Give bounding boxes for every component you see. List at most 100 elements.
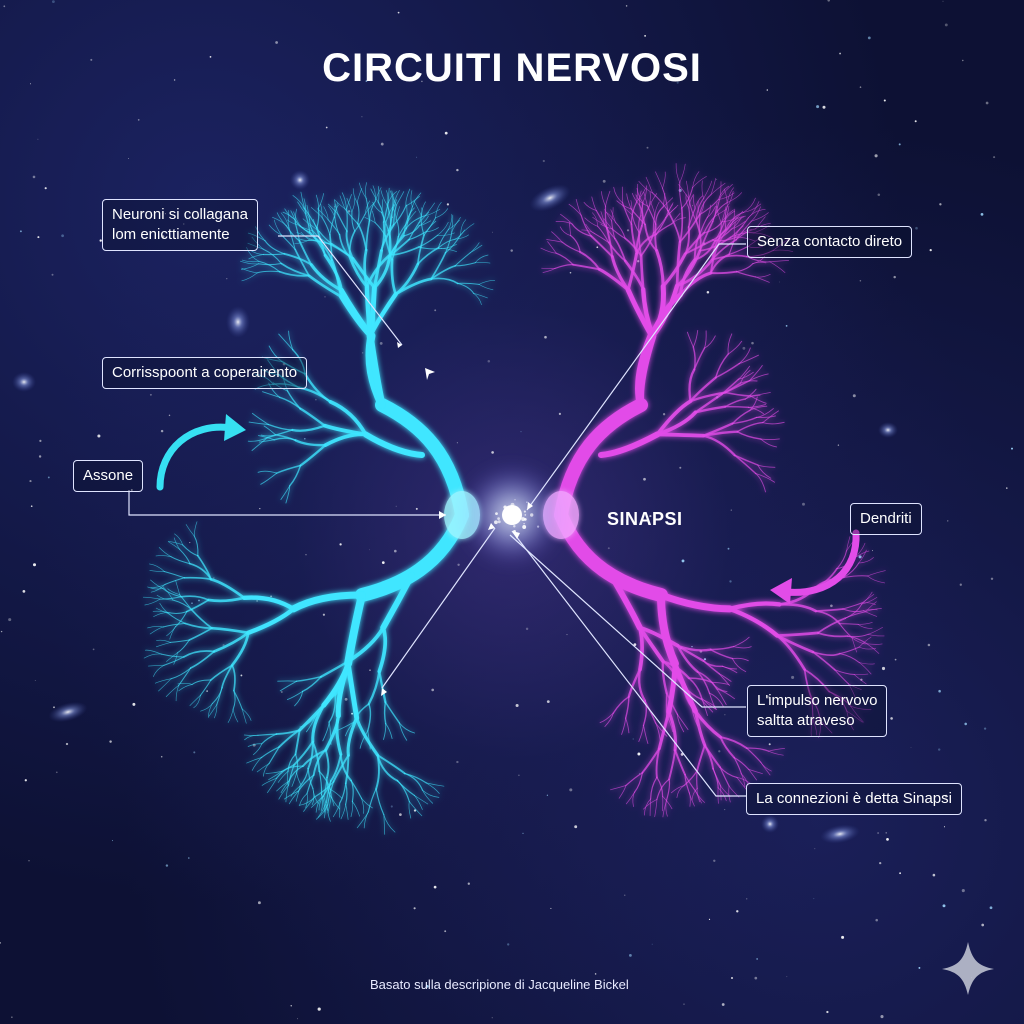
branch bbox=[746, 747, 762, 763]
branch bbox=[649, 798, 651, 816]
cyan-curved-arrow-icon bbox=[156, 414, 246, 491]
star bbox=[629, 954, 632, 957]
star bbox=[791, 675, 795, 679]
label-neuroni-line1: Neuroni si collagana bbox=[112, 206, 248, 223]
branch bbox=[748, 365, 763, 382]
branch bbox=[268, 746, 280, 765]
branch bbox=[183, 650, 215, 658]
branch bbox=[749, 405, 768, 411]
branch bbox=[546, 239, 563, 243]
branch bbox=[736, 777, 751, 784]
branch bbox=[375, 788, 385, 816]
branch bbox=[727, 606, 780, 638]
branch bbox=[709, 645, 735, 651]
branch bbox=[435, 208, 449, 219]
branch bbox=[286, 219, 301, 226]
branch bbox=[599, 712, 614, 724]
branch bbox=[367, 788, 377, 813]
branch bbox=[320, 794, 323, 811]
branch bbox=[702, 659, 720, 675]
branch bbox=[168, 541, 183, 546]
branch bbox=[865, 601, 877, 613]
branch bbox=[717, 787, 727, 802]
branch bbox=[719, 766, 738, 778]
star bbox=[379, 342, 383, 345]
branch bbox=[328, 399, 368, 437]
branch bbox=[334, 199, 346, 210]
branch bbox=[712, 768, 719, 789]
star bbox=[24, 779, 27, 782]
branch bbox=[848, 683, 862, 690]
branch bbox=[414, 795, 423, 810]
star bbox=[574, 825, 578, 829]
star bbox=[827, 0, 830, 2]
branch bbox=[355, 716, 380, 757]
branch bbox=[714, 208, 727, 217]
branch bbox=[268, 345, 283, 362]
branch bbox=[448, 213, 453, 230]
branch bbox=[370, 188, 379, 203]
star bbox=[893, 275, 896, 279]
branch bbox=[685, 180, 690, 199]
star bbox=[830, 604, 833, 608]
star bbox=[852, 394, 856, 398]
leader-line-neuroni bbox=[278, 235, 403, 346]
branch bbox=[260, 472, 278, 485]
branch bbox=[193, 535, 199, 557]
star bbox=[874, 154, 878, 158]
branch bbox=[410, 190, 413, 208]
branch bbox=[210, 664, 233, 681]
star bbox=[369, 549, 370, 551]
branch bbox=[207, 596, 246, 603]
branch bbox=[174, 533, 183, 546]
star bbox=[624, 894, 626, 896]
branch bbox=[675, 163, 681, 183]
branch bbox=[655, 747, 661, 779]
branch bbox=[693, 347, 706, 371]
branch bbox=[299, 407, 326, 427]
branch bbox=[744, 394, 761, 400]
branch bbox=[155, 607, 170, 615]
branch bbox=[306, 774, 315, 795]
star bbox=[53, 706, 55, 709]
star bbox=[754, 976, 758, 980]
branch bbox=[579, 251, 601, 271]
star bbox=[297, 1018, 299, 1020]
branch bbox=[694, 790, 705, 803]
branch bbox=[440, 248, 457, 252]
branch bbox=[748, 769, 757, 781]
branch bbox=[241, 263, 259, 270]
star bbox=[522, 832, 524, 835]
branch bbox=[383, 814, 396, 833]
label-assone: Assone bbox=[73, 460, 144, 492]
branch bbox=[285, 784, 289, 803]
branch bbox=[230, 631, 250, 667]
branch bbox=[670, 785, 685, 794]
magenta-curved-arrow-icon bbox=[770, 529, 860, 604]
branch bbox=[299, 443, 327, 467]
branch bbox=[327, 796, 332, 814]
spark bbox=[523, 522, 525, 525]
branch bbox=[803, 668, 831, 693]
branch bbox=[334, 659, 351, 696]
branch bbox=[857, 622, 873, 625]
branch bbox=[630, 200, 633, 216]
branch bbox=[299, 225, 314, 232]
label-senza-contatto-text: Senza contacto direto bbox=[757, 233, 903, 250]
branch bbox=[188, 627, 213, 641]
branch bbox=[662, 800, 667, 818]
branch bbox=[307, 274, 343, 299]
branch bbox=[168, 613, 186, 624]
branch bbox=[858, 662, 872, 675]
branch bbox=[417, 234, 425, 265]
branch bbox=[604, 712, 614, 727]
star bbox=[380, 142, 384, 146]
branch bbox=[692, 346, 696, 371]
galaxy bbox=[761, 815, 779, 833]
branch bbox=[743, 197, 756, 213]
star bbox=[520, 430, 522, 433]
branch bbox=[287, 209, 290, 228]
branch bbox=[393, 205, 407, 226]
branch bbox=[153, 612, 168, 617]
